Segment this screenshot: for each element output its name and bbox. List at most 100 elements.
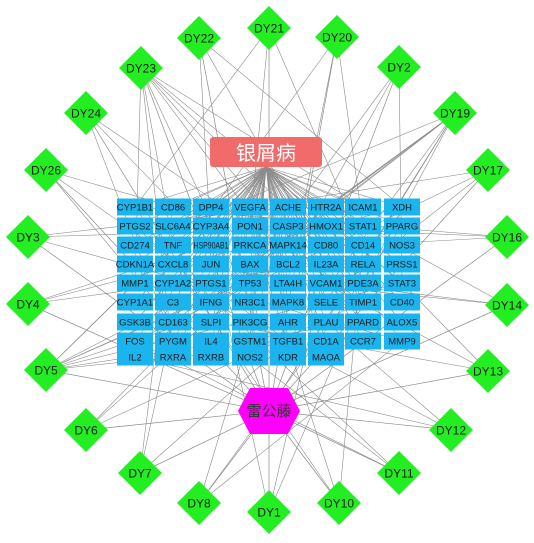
target-node[interactable]: PTGS1 bbox=[193, 274, 229, 292]
compound-node[interactable]: DY11 bbox=[377, 451, 421, 495]
compound-node[interactable]: DY12 bbox=[429, 408, 473, 452]
target-node[interactable]: CCR7 bbox=[345, 332, 381, 350]
target-node[interactable]: TIMP1 bbox=[345, 293, 381, 311]
target-node[interactable]: NOS3 bbox=[384, 236, 420, 254]
target-node-label: SLC6A4 bbox=[155, 222, 190, 233]
compound-node[interactable]: DY1 bbox=[247, 490, 291, 534]
target-node[interactable]: CD80 bbox=[308, 236, 344, 254]
target-node[interactable]: NOS2 bbox=[232, 348, 268, 366]
compound-node[interactable]: DY14 bbox=[485, 283, 529, 327]
target-node[interactable]: PRSS1 bbox=[384, 255, 420, 273]
target-node[interactable]: HSP90AB1 bbox=[193, 236, 229, 254]
target-node[interactable]: CD163 bbox=[155, 313, 191, 331]
target-node[interactable]: MAPK14 bbox=[269, 236, 307, 254]
target-node[interactable]: PLAU bbox=[308, 313, 344, 331]
target-node[interactable]: KDR bbox=[270, 348, 306, 366]
target-node[interactable]: CYP1A1 bbox=[117, 293, 153, 311]
target-node[interactable]: VEGFA bbox=[232, 198, 268, 216]
disease-node[interactable]: 银屑病 bbox=[210, 137, 322, 167]
target-node[interactable]: MMP1 bbox=[117, 274, 153, 292]
target-node[interactable]: XDH bbox=[384, 198, 420, 216]
target-node[interactable]: IFNG bbox=[193, 293, 229, 311]
target-node[interactable]: CDKN1A bbox=[116, 255, 155, 273]
compound-node[interactable]: DY24 bbox=[64, 91, 108, 135]
target-node[interactable]: PDE3A bbox=[345, 274, 381, 292]
target-node[interactable]: TNF bbox=[155, 236, 191, 254]
target-node[interactable]: BAX bbox=[232, 255, 268, 273]
compound-node[interactable]: DY3 bbox=[6, 215, 50, 259]
target-node-box bbox=[345, 313, 381, 331]
target-node[interactable]: ALOX5 bbox=[384, 313, 420, 331]
target-node[interactable]: CXCL8 bbox=[155, 255, 191, 273]
target-node[interactable]: PTGS2 bbox=[117, 217, 153, 235]
target-node[interactable]: TP53 bbox=[232, 274, 268, 292]
target-node[interactable]: SLPI bbox=[193, 313, 229, 331]
target-node[interactable]: PON1 bbox=[232, 217, 268, 235]
herb-node[interactable]: 雷公藤 bbox=[238, 388, 300, 434]
target-node[interactable]: HTR2A bbox=[308, 198, 344, 216]
target-node[interactable]: PYGM bbox=[155, 332, 191, 350]
target-node[interactable]: PPARG bbox=[384, 217, 420, 235]
target-node[interactable]: PIK3CG bbox=[232, 313, 268, 331]
compound-node-label: DY17 bbox=[473, 164, 503, 178]
compound-node[interactable]: DY13 bbox=[466, 349, 510, 393]
compound-node[interactable]: DY2 bbox=[377, 45, 421, 89]
target-node-label: STAT1 bbox=[349, 222, 377, 233]
target-node[interactable]: CYP1B1 bbox=[117, 198, 153, 216]
compound-node[interactable]: DY8 bbox=[177, 481, 221, 525]
target-node[interactable]: DPP4 bbox=[193, 198, 229, 216]
compound-node[interactable]: DY23 bbox=[119, 46, 163, 90]
target-node[interactable]: HMOX1 bbox=[308, 217, 344, 235]
target-node[interactable]: PRKCA bbox=[232, 236, 268, 254]
target-node[interactable]: IL2 bbox=[117, 348, 153, 366]
target-node[interactable]: AHR bbox=[270, 313, 306, 331]
target-node[interactable]: CYP3A4 bbox=[193, 217, 229, 235]
compound-node[interactable]: DY22 bbox=[177, 16, 221, 60]
target-node[interactable]: RELA bbox=[345, 255, 381, 273]
target-node[interactable]: TGFB1 bbox=[270, 332, 306, 350]
compound-node[interactable]: DY7 bbox=[118, 451, 162, 495]
compound-node[interactable]: DY17 bbox=[466, 148, 510, 192]
target-node[interactable]: STAT3 bbox=[384, 274, 420, 292]
target-node[interactable]: MMP9 bbox=[384, 332, 420, 350]
target-node[interactable]: ICAM1 bbox=[345, 198, 381, 216]
compound-node[interactable]: DY6 bbox=[64, 408, 108, 452]
target-node[interactable]: IL4 bbox=[193, 332, 229, 350]
target-node[interactable]: GSK3B bbox=[117, 313, 153, 331]
target-node-label: MAPK14 bbox=[269, 241, 307, 252]
compound-node[interactable]: DY10 bbox=[317, 481, 361, 525]
target-node[interactable]: MAOA bbox=[308, 348, 344, 366]
target-node[interactable]: CD40 bbox=[384, 293, 420, 311]
compound-node[interactable]: DY19 bbox=[433, 91, 477, 135]
target-node[interactable]: CD1A bbox=[308, 332, 344, 350]
target-node[interactable]: STAT1 bbox=[345, 217, 381, 235]
target-node[interactable]: CASP3 bbox=[270, 217, 306, 235]
compound-node[interactable]: DY26 bbox=[24, 148, 68, 192]
compound-node[interactable]: DY20 bbox=[315, 15, 359, 59]
target-node[interactable]: NR3C1 bbox=[232, 293, 268, 311]
compound-node-label: DY20 bbox=[322, 31, 352, 45]
target-node[interactable]: JUN bbox=[193, 255, 229, 273]
target-node[interactable]: CD14 bbox=[345, 236, 381, 254]
target-node[interactable]: IL23A bbox=[308, 255, 344, 273]
target-node[interactable]: CD86 bbox=[155, 198, 191, 216]
target-node[interactable]: MAPK8 bbox=[270, 293, 306, 311]
target-node[interactable]: VCAM1 bbox=[308, 274, 344, 292]
target-node[interactable]: SLC6A4 bbox=[155, 217, 191, 235]
target-node[interactable]: CD274 bbox=[117, 236, 153, 254]
target-node[interactable]: ACHE bbox=[270, 198, 306, 216]
target-node[interactable]: LTA4H bbox=[270, 274, 306, 292]
target-node[interactable]: RXRA bbox=[155, 348, 191, 366]
target-node[interactable]: FOS bbox=[117, 332, 153, 350]
target-node[interactable]: PPARD bbox=[345, 313, 381, 331]
compound-node[interactable]: DY4 bbox=[6, 282, 50, 326]
target-node[interactable]: SELE bbox=[308, 293, 344, 311]
target-node[interactable]: CYP1A2 bbox=[155, 274, 191, 292]
compound-node[interactable]: DY5 bbox=[24, 348, 68, 392]
target-node[interactable]: RXRB bbox=[193, 348, 229, 366]
compound-node[interactable]: DY16 bbox=[485, 215, 529, 259]
target-node[interactable]: GSTM1 bbox=[232, 332, 268, 350]
target-node[interactable]: C3 bbox=[155, 293, 191, 311]
target-node[interactable]: BCL2 bbox=[270, 255, 306, 273]
compound-node[interactable]: DY21 bbox=[247, 6, 291, 50]
